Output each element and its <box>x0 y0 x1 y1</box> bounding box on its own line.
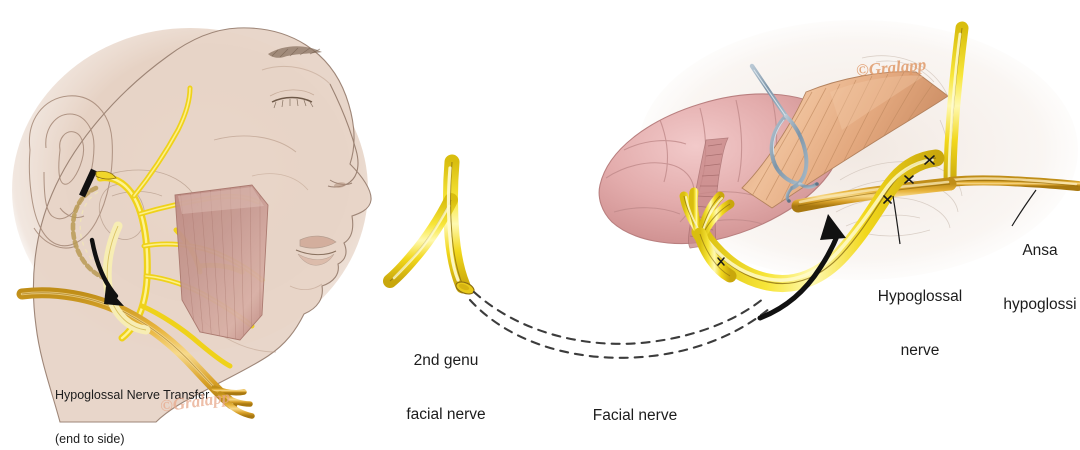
dashed-original-nerve-path <box>70 185 107 281</box>
left-caption-line1: Hypoglossal Nerve Transfer <box>55 387 210 402</box>
transposed-facial-nerve <box>691 149 945 293</box>
mouth-line <box>295 249 337 256</box>
eyelashes <box>273 98 314 109</box>
label-facial-nerve-transposed: Facial nerve transposed <box>583 370 687 450</box>
eye-closed <box>271 96 313 103</box>
panel-isolated-nerve <box>383 154 772 359</box>
transposition-dashed-path-upper <box>472 290 766 345</box>
skin-hook-retractor <box>749 63 819 203</box>
hypoglossal-trunk-vertical <box>943 21 969 191</box>
hypoglossal-line1: Hypoglossal <box>877 287 963 305</box>
leader-line-ansa <box>1011 189 1037 227</box>
nerve-segment-highlight-a <box>446 166 460 282</box>
hypoglossal-nerve-left <box>16 287 255 419</box>
anastomosis-suture-marks <box>883 155 935 204</box>
eyebrow-hairs <box>271 47 321 58</box>
label-hypoglossal-nerve: Hypoglossal nerve <box>868 251 972 397</box>
ansa-line2: hypoglossi <box>1003 296 1077 314</box>
upper-lip <box>299 235 337 249</box>
genu-line2: facial nerve <box>406 406 486 424</box>
label-ansa-hypoglossi: Ansa hypoglossi <box>1000 205 1080 351</box>
brow-shadow <box>261 66 331 85</box>
chin-crease <box>289 283 323 290</box>
left-caption-line2: (end to side) <box>55 431 125 446</box>
zygoma-contour <box>213 135 297 153</box>
left-caption: Hypoglossal Nerve Transfer (end to side) <box>55 358 209 450</box>
genu-line1: 2nd genu <box>413 351 479 369</box>
ansa-hypoglossi-nerve <box>945 175 1080 191</box>
label-2nd-genu-facial-nerve: 2nd genu facial nerve <box>400 315 492 450</box>
lower-lip <box>297 253 335 266</box>
transposed-nerve-lower-hook <box>693 227 737 283</box>
panel-head-profile <box>12 27 372 423</box>
transposition-arrow-right <box>757 214 846 321</box>
transposition-arrow-left <box>89 237 124 306</box>
transposed-line1: Facial nerve <box>592 406 678 424</box>
ansa-line1: Ansa <box>1022 241 1058 259</box>
eye-crease <box>269 89 315 97</box>
cut-marker-left <box>79 168 97 198</box>
hypoglossal-line2: nerve <box>900 342 940 360</box>
nerve-segment-outline-a <box>449 161 464 287</box>
nostril-hole <box>334 182 346 188</box>
leader-line-hypoglossal <box>892 195 901 245</box>
nerve-segment-highlight-b <box>392 204 451 280</box>
panel-surgical-field <box>598 20 1080 321</box>
anastomosis-suture-marks-secondary <box>717 257 725 266</box>
muscle-highlight <box>830 75 924 130</box>
masseter-muscle <box>174 184 269 341</box>
masseter-upper-shine <box>178 187 264 214</box>
cheek-contour <box>251 173 309 191</box>
facial-nerve-segment-descending <box>383 193 458 288</box>
nerve-segment-cut-end-inner <box>458 283 470 291</box>
transposition-dashed-path-lower <box>468 298 772 359</box>
nerve-stump-left <box>95 170 117 180</box>
